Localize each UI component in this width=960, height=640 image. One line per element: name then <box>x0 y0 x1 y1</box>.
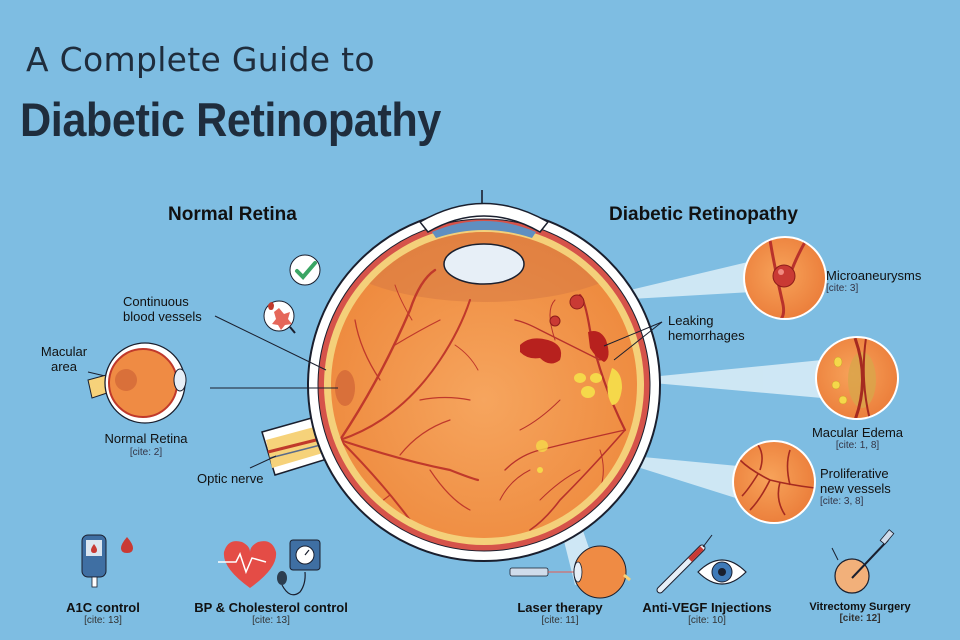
callout-label: Macular Edema <box>811 425 904 440</box>
eyeball-cross-section <box>307 202 661 562</box>
treatment-anti-vegf: Anti-VEGF Injections [cite: 10] <box>632 600 782 626</box>
small-eye-cite: [cite: 2] <box>129 447 163 458</box>
diabetic-retinopathy-heading: Diabetic Retinopathy <box>609 204 798 225</box>
management-bp: BP & Cholesterol control [cite: 13] <box>186 600 356 626</box>
macular-area-label: Macular area <box>40 344 88 374</box>
treatment-label: Anti-VEGF Injections <box>642 600 772 615</box>
small-eye-caption: Normal Retina <box>104 431 188 446</box>
treatment-cite: [cite: 10] <box>688 615 726 626</box>
heart-bp-icon <box>218 539 321 596</box>
callout-proliferative: Proliferative new vessels [cite: 3, 8] <box>820 466 910 507</box>
treatment-cite: [cite: 12] <box>839 613 881 624</box>
laser-eye-icon <box>509 545 631 599</box>
syringe-eye-icon <box>656 534 747 594</box>
callout-label: Microaneurysms <box>826 268 922 283</box>
treatment-label: Laser therapy <box>517 600 603 615</box>
callout-macular-edema: Macular Edema [cite: 1, 8] <box>800 425 915 451</box>
proliferative-zoom-circle <box>732 440 816 524</box>
page-subtitle: A Complete Guide to <box>26 40 375 79</box>
leaking-hemorrhages-label: Leaking hemorrhages <box>668 313 745 343</box>
normal-retina-heading: Normal Retina <box>168 204 297 225</box>
continuous-vessels-label: Continuous blood vessels <box>123 294 202 324</box>
callout-cite: [cite: 3, 8] <box>820 496 864 507</box>
treatment-cite: [cite: 11] <box>541 615 579 626</box>
management-cite: [cite: 13] <box>252 615 290 626</box>
management-label: BP & Cholesterol control <box>194 600 348 615</box>
lesions <box>520 294 622 473</box>
small-eye-diagram <box>87 342 187 424</box>
management-label: A1C control <box>66 600 140 615</box>
callout-label: Proliferative new vessels <box>820 466 891 496</box>
treatment-label: Vitrectomy Surgery <box>809 601 911 613</box>
callout-cite: [cite: 3] <box>826 283 859 294</box>
management-a1c: A1C control [cite: 13] <box>48 600 158 626</box>
microaneurysm-zoom-circle <box>743 236 827 320</box>
macular-edema-zoom-circle <box>815 336 899 420</box>
vitrectomy-icon <box>831 529 895 594</box>
leaking-pointer <box>603 321 663 361</box>
treatment-vitrectomy: Vitrectomy Surgery [cite: 12] <box>800 601 920 624</box>
optic-nerve-label: Optic nerve <box>197 471 264 486</box>
treatment-laser: Laser therapy [cite: 11] <box>505 600 615 626</box>
callout-microaneurysms: Microaneurysms [cite: 3] <box>826 268 921 294</box>
blood-cell-magnifier-icon <box>263 300 296 334</box>
glucose-meter-icon <box>81 534 133 588</box>
page-title: Diabetic Retinopathy <box>20 93 441 146</box>
checkmark-icon <box>289 254 321 286</box>
management-cite: [cite: 13] <box>84 615 122 626</box>
callout-cite: [cite: 1, 8] <box>835 440 880 451</box>
